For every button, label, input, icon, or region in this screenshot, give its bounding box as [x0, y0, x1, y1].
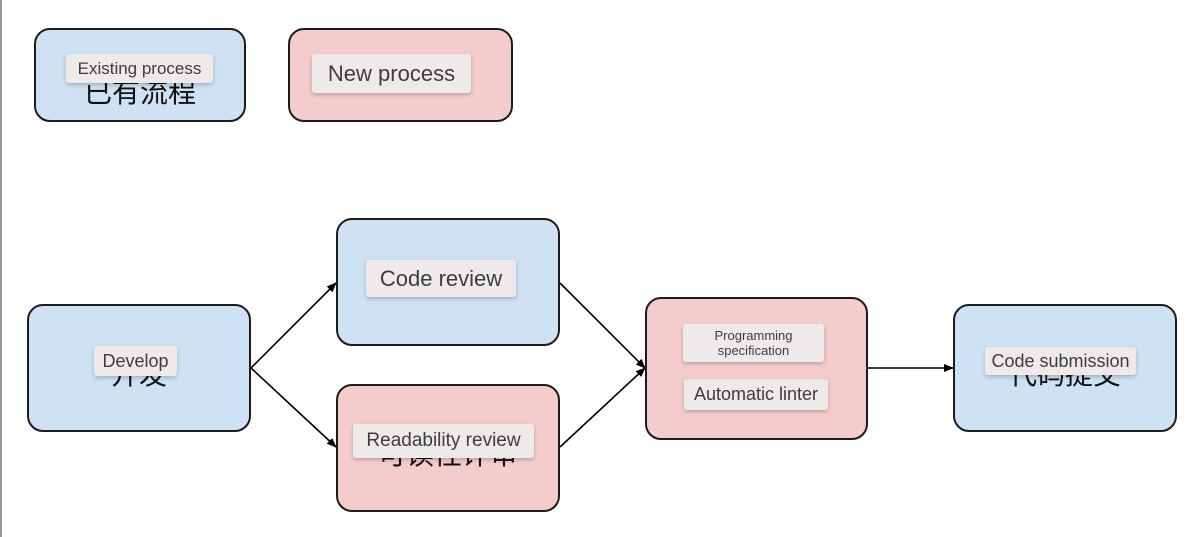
programming-spec-linter-node [645, 297, 868, 440]
arrow-develop-to-readability-review [250, 367, 337, 448]
arrow-develop-to-code-review [250, 282, 337, 369]
develop-label: Develop [94, 346, 177, 376]
readability-review-label: Readability review [353, 424, 534, 458]
left-edge-divider [0, 0, 2, 537]
arrow-readability-review-to-linter [559, 367, 646, 448]
legend-existing-process-label: Existing process [66, 54, 213, 83]
arrow-code-review-to-linter [559, 282, 646, 369]
code-review-label: Code review [366, 260, 516, 297]
code-submission-label: Code submission [985, 347, 1136, 375]
automatic-linter-label: Automatic linter [684, 379, 828, 410]
programming-spec-label: Programming specification [683, 324, 824, 362]
legend-new-process-label: New process [312, 54, 471, 93]
